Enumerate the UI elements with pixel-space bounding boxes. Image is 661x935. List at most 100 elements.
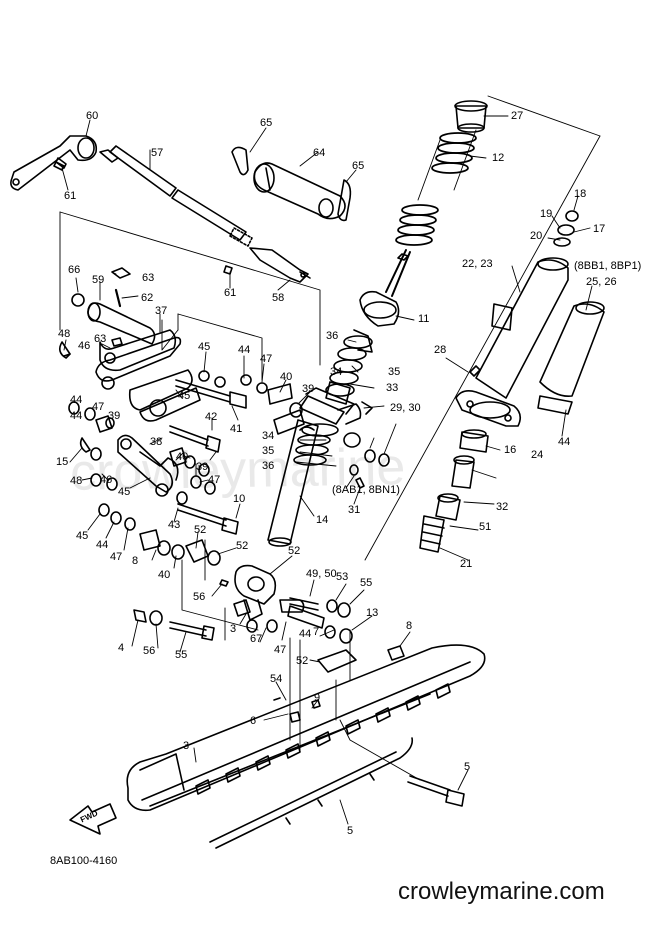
ski-skid-plate-4	[273, 645, 405, 723]
callout-label: 56	[193, 591, 206, 603]
callout-label: 62	[141, 292, 154, 304]
callout-label: 47	[110, 551, 123, 563]
callout-label: 5	[347, 825, 354, 837]
shock-cover-25-26	[537, 301, 605, 415]
callout-label: 27	[511, 110, 524, 122]
reference-frame-lines	[59, 211, 421, 781]
callout-label: 40	[280, 371, 293, 383]
callout-label: 36	[262, 460, 275, 472]
callout-label: 35	[388, 366, 401, 378]
callout-label: 56	[143, 645, 156, 657]
callout-label: 4	[118, 642, 125, 654]
callout-label: 44	[299, 628, 312, 640]
callout-label: 40	[158, 569, 171, 581]
callout-label: 58	[272, 292, 285, 304]
callout-label: 44	[70, 410, 83, 422]
callout-label: 39	[196, 461, 209, 473]
callout-label: 44	[558, 436, 571, 448]
callout-label: 47	[208, 474, 221, 486]
callout-label: 61	[64, 190, 77, 202]
callout-label: 53	[336, 571, 349, 583]
callout-label: 10	[233, 493, 246, 505]
callout-label: 45	[118, 486, 131, 498]
callout-label: 47	[274, 644, 287, 656]
callout-leader-lines	[61, 115, 593, 825]
callout-label: 38	[150, 436, 163, 448]
shock-center-assembly	[325, 249, 411, 405]
callout-label: 37	[155, 305, 168, 317]
callout-label: 20	[530, 230, 543, 242]
callout-label: 48	[58, 328, 71, 340]
callout-label: 52	[296, 655, 309, 667]
callout-label: 57	[151, 147, 164, 159]
callout-label: 45	[198, 341, 211, 353]
bolt-42	[169, 425, 221, 453]
callout-label: 28	[434, 344, 447, 356]
bolt-53-7	[287, 597, 353, 644]
bushing-parts-left	[58, 267, 201, 422]
shaft-bracket-part	[231, 146, 352, 222]
callout-label: 14	[316, 514, 329, 526]
callout-label: 47	[260, 353, 273, 365]
callout-label: 40	[176, 451, 189, 463]
callout-label: 31	[348, 504, 361, 516]
arm-38-part	[117, 434, 179, 497]
callout-label: 5	[464, 761, 471, 773]
steering-arm-part	[10, 135, 98, 191]
bolt-5-part	[407, 775, 465, 807]
callout-label: 7	[313, 626, 320, 638]
runner-2-part	[209, 737, 414, 849]
steering-column-10	[267, 383, 390, 547]
callout-label: 39	[302, 383, 315, 395]
site-url-link[interactable]: crowleymarine.com	[398, 878, 605, 905]
drawing-code: 8AB100-4160	[50, 855, 118, 867]
ski-1-part	[126, 644, 486, 812]
callout-label: 3	[230, 623, 237, 635]
callout-label: 19	[540, 208, 553, 220]
callout-label: 8	[132, 555, 139, 567]
callout-label: 39	[108, 410, 121, 422]
callout-label: (8BB1, 8BP1)	[574, 260, 642, 272]
callout-label: 21	[460, 558, 473, 570]
callout-label: 13	[366, 607, 379, 619]
callout-label: 54	[270, 673, 283, 685]
callout-label: 46	[78, 340, 91, 352]
callout-label: 18	[574, 188, 587, 200]
spring-12-part	[395, 132, 477, 246]
callout-label: 51	[479, 521, 492, 533]
callout-label: 24	[531, 449, 544, 461]
shock-lower-parts	[419, 210, 579, 553]
callout-label: 22, 23	[462, 258, 493, 270]
callout-label: 52	[288, 545, 301, 557]
callout-label: 55	[175, 649, 188, 661]
callout-label: 66	[68, 264, 81, 276]
callout-label: 8	[406, 620, 413, 632]
callout-label: 63	[94, 333, 107, 345]
callout-label: 64	[313, 147, 326, 159]
callout-label: 52	[194, 524, 207, 536]
callout-label: 12	[492, 152, 505, 164]
callout-label: 49, 50	[306, 568, 337, 580]
callout-label: 44	[96, 539, 109, 551]
callout-label: 3	[183, 740, 190, 752]
bolt-41	[175, 370, 268, 409]
callout-label: 15	[56, 456, 69, 468]
bolt-43	[177, 503, 239, 535]
callout-label: 47	[92, 401, 105, 413]
callout-label: 29, 30	[390, 402, 421, 414]
callout-label: 48	[70, 475, 83, 487]
bolt-54-nut-56-55	[133, 609, 215, 641]
callout-label: 33	[386, 382, 399, 394]
callout-label: 25, 26	[586, 276, 617, 288]
spring-seat-27	[454, 100, 488, 133]
callout-label: 9	[314, 692, 321, 704]
fwd-arrow	[69, 803, 117, 835]
callout-label: 44	[238, 344, 251, 356]
callout-label: 45	[178, 390, 191, 402]
washers-44-47-39	[68, 401, 118, 491]
callout-label: 42	[205, 411, 218, 423]
callout-label: 34	[262, 430, 275, 442]
callout-label: 35	[262, 445, 275, 457]
